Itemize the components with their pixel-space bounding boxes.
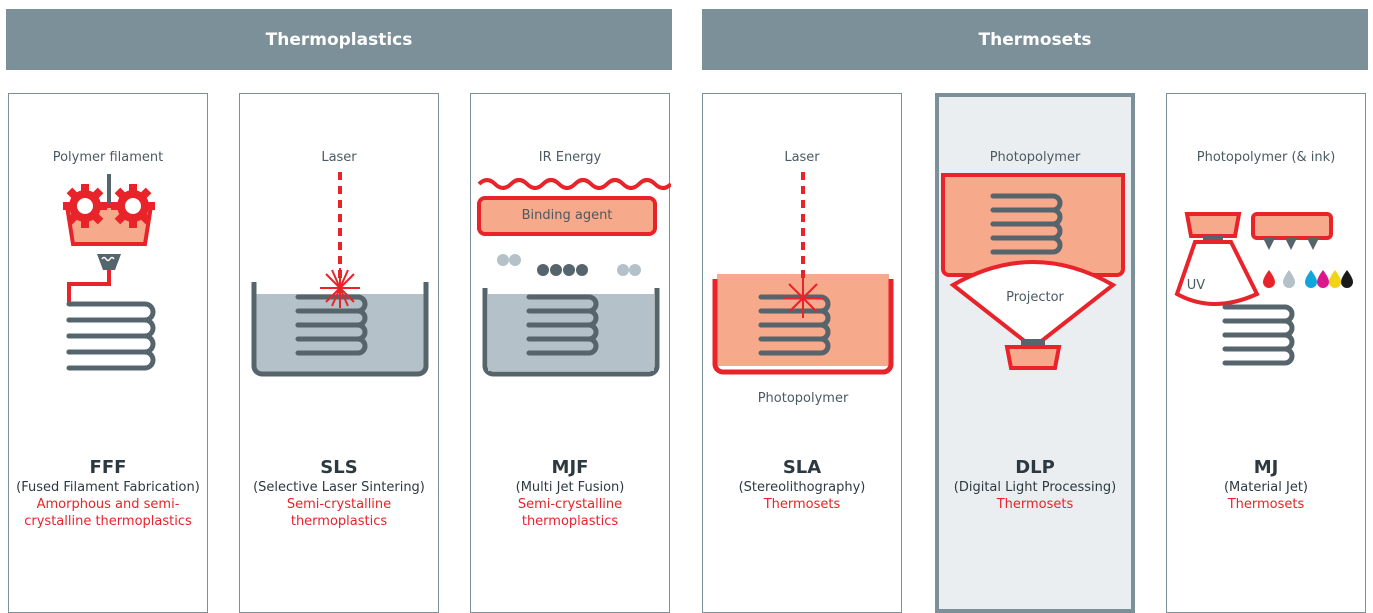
fff-extruder-icon	[63, 174, 156, 371]
dlp-full-name: (Digital Light Processing)	[953, 480, 1117, 495]
mjf-material-2: thermoplastics	[521, 514, 619, 529]
mjf-material-1: Semi-crystalline	[517, 497, 623, 512]
header-thermoplastics: Thermoplastics	[6, 9, 672, 70]
panel-dlp: Photopolymer Projector DLP (Digital Ligh…	[935, 93, 1135, 613]
mjf-top-label: IR Energy	[538, 150, 602, 165]
fff-top-label: Polymer filament	[52, 150, 164, 165]
panel-fff: Polymer filament	[8, 93, 208, 613]
dlp-projector-icon	[941, 173, 1125, 370]
panel-mjf: IR Energy Binding agent MJF (Multi Jet F…	[470, 93, 671, 613]
sls-caption: SLS (Selective Laser Sintering) Semi-cry…	[240, 457, 438, 530]
sla-caption: SLA (Stereolithography) Thermosets	[703, 457, 901, 513]
sls-laser-bath-icon	[251, 172, 429, 377]
fff-material-1: Amorphous and semi-	[36, 497, 180, 512]
sls-full-name: (Selective Laser Sintering)	[253, 480, 425, 495]
panel-sls: Laser SLS (Selective Laser Sintering) Se…	[239, 93, 439, 613]
header-thermosets-label: Thermosets	[978, 29, 1092, 50]
sls-laser-spark-icon	[320, 268, 360, 308]
mj-jetting-icon	[1174, 212, 1353, 366]
fff-abbr: FFF	[89, 457, 127, 478]
fff-material-2: crystalline thermoplastics	[24, 514, 192, 529]
mj-abbr: MJ	[1253, 457, 1279, 478]
mj-ink-drops-icon	[1263, 270, 1353, 288]
panel-mj: Photopolymer (& ink) UV MJ (Material Jet	[1166, 93, 1366, 613]
dlp-top-label: Photopolymer	[989, 150, 1081, 165]
dlp-caption: DLP (Digital Light Processing) Thermoset…	[939, 457, 1131, 513]
fff-caption: FFF (Fused Filament Fabrication) Amorpho…	[9, 457, 207, 530]
mj-caption: MJ (Material Jet) Thermosets	[1167, 457, 1365, 513]
sla-material-1: Thermosets	[763, 497, 841, 512]
mjf-full-name: (Multi Jet Fusion)	[515, 480, 625, 495]
sla-abbr: SLA	[782, 457, 822, 478]
panel-sla: Laser Photopolymer SLA (Stereolithograph…	[702, 93, 902, 613]
sls-material-2: thermoplastics	[290, 514, 388, 529]
fff-gear-left-icon	[63, 184, 107, 228]
fff-gear-right-icon	[111, 184, 155, 228]
mjf-ir-wave-icon	[477, 178, 671, 190]
dlp-abbr: DLP	[1015, 457, 1055, 478]
mj-top-label: Photopolymer (& ink)	[1196, 150, 1336, 165]
sls-material-1: Semi-crystalline	[286, 497, 392, 512]
mj-full-name: (Material Jet)	[1223, 480, 1309, 495]
sla-laser-vat-icon	[712, 172, 894, 375]
mj-uv-label: UV	[1186, 278, 1206, 293]
header-thermosets: Thermosets	[702, 9, 1368, 70]
fff-full-name: (Fused Filament Fabrication)	[16, 480, 200, 495]
mjf-agent-label: Binding agent	[521, 208, 613, 223]
sla-laser-spark-icon	[783, 278, 823, 318]
sla-bottom-label: Photopolymer	[757, 391, 849, 406]
mjf-fusion-icon	[477, 178, 671, 377]
mjf-caption: MJF (Multi Jet Fusion) Semi-crystalline …	[471, 457, 669, 530]
header-thermoplastics-label: Thermoplastics	[265, 29, 413, 50]
sla-full-name: (Stereolithography)	[738, 480, 866, 495]
dlp-material-1: Thermosets	[996, 497, 1074, 512]
mjf-abbr: MJF	[551, 457, 589, 478]
dlp-projector-label: Projector	[1006, 290, 1064, 305]
sls-abbr: SLS	[320, 457, 358, 478]
sla-top-label: Laser	[784, 150, 820, 165]
mj-material-1: Thermosets	[1227, 497, 1305, 512]
sls-top-label: Laser	[321, 150, 357, 165]
